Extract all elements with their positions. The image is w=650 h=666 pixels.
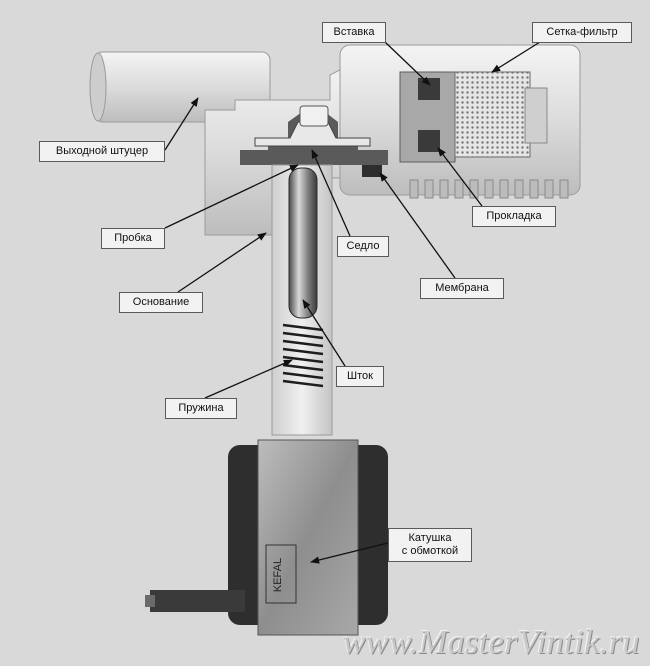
- label-insert: Вставка: [322, 22, 386, 43]
- label-filter-mesh: Сетка-фильтр: [532, 22, 632, 43]
- arrow-spring: [204, 359, 293, 399]
- arrow-gasket: [437, 147, 483, 207]
- arrow-insert: [384, 41, 431, 86]
- label-spring: Пружина: [165, 398, 237, 419]
- arrow-coil: [310, 542, 389, 564]
- label-outlet-fitting: Выходной штуцер: [39, 141, 165, 162]
- outlet-fitting: [89, 51, 271, 123]
- coil: KEFAL: [145, 439, 388, 636]
- arrow-seat: [311, 149, 351, 237]
- label-seat: Седло: [337, 236, 389, 257]
- arrow-filter-mesh: [491, 41, 541, 73]
- insert: [399, 71, 456, 163]
- label-base: Основание: [119, 292, 203, 313]
- label-stem: Шток: [336, 366, 384, 387]
- arrow-outlet-fitting: [164, 97, 199, 151]
- watermark: www.MasterVintik.ru: [342, 624, 640, 661]
- coil-marking: KEFAL: [272, 558, 284, 592]
- arrow-base: [177, 232, 267, 293]
- membrane-assembly: [240, 105, 388, 177]
- label-coil: Катушка с обмоткой: [388, 528, 472, 562]
- label-membrane: Мембрана: [420, 278, 504, 299]
- label-plug: Пробка: [101, 228, 165, 249]
- leader-arrows: [164, 41, 541, 564]
- label-gasket: Прокладка: [472, 206, 556, 227]
- arrow-stem: [302, 299, 346, 367]
- stem: [288, 167, 318, 319]
- spring: [282, 323, 324, 388]
- arrow-membrane: [379, 172, 456, 279]
- arrow-plug: [164, 164, 299, 229]
